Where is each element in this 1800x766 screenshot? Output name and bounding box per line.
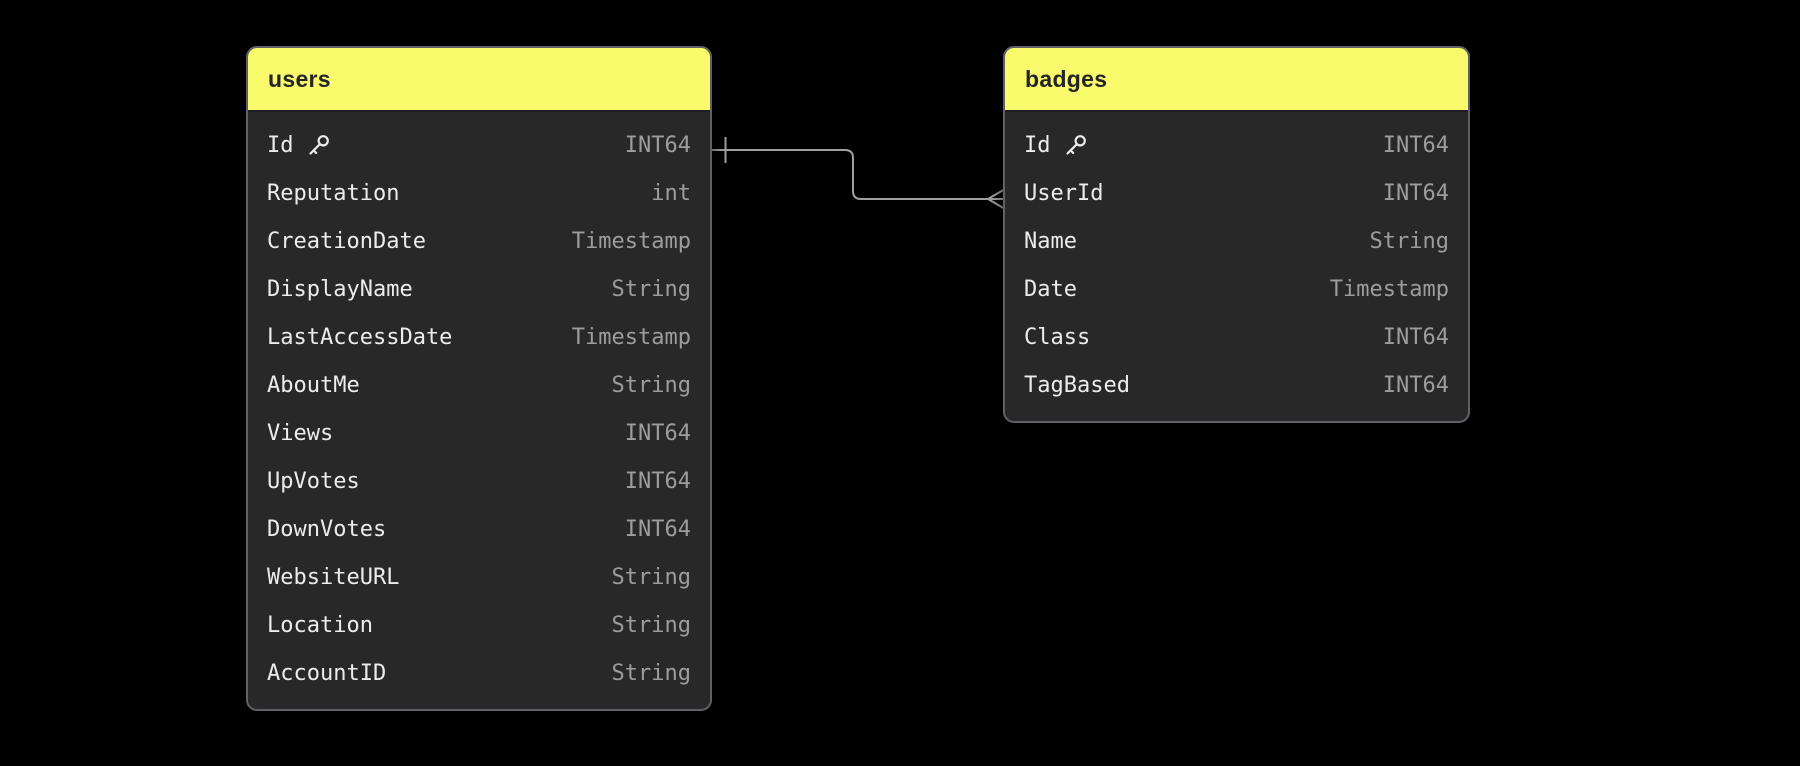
field-type: Timestamp: [571, 324, 691, 350]
field-type: String: [1369, 228, 1449, 254]
table-row[interactable]: Id INT64: [1005, 121, 1468, 169]
table-row[interactable]: Date Timestamp: [1005, 265, 1468, 313]
field-name-label: Date: [1024, 276, 1077, 302]
field-name: Views: [267, 421, 333, 446]
field-name-label: CreationDate: [267, 228, 426, 254]
field-name: Location: [267, 613, 373, 638]
table-row[interactable]: DownVotes INT64: [248, 505, 710, 553]
field-name-label: LastAccessDate: [267, 324, 453, 350]
field-name: AboutMe: [267, 373, 360, 398]
field-name: DisplayName: [267, 277, 413, 302]
table-row[interactable]: Reputation int: [248, 169, 710, 217]
field-type: INT64: [1382, 372, 1449, 398]
field-type: INT64: [624, 132, 691, 158]
field-type: INT64: [1382, 324, 1449, 350]
field-type: String: [611, 372, 691, 398]
field-type: INT64: [624, 516, 691, 542]
table-badges-header[interactable]: badges: [1005, 48, 1468, 112]
table-users[interactable]: users Id INT64 Reputation: [246, 46, 712, 711]
field-name: TagBased: [1024, 373, 1130, 398]
primary-key-icon: [1065, 134, 1086, 155]
field-name-label: WebsiteURL: [267, 564, 400, 590]
field-name-label: AccountID: [267, 660, 387, 686]
table-badges-title: badges: [1025, 65, 1108, 92]
field-name: WebsiteURL: [267, 565, 399, 590]
table-row[interactable]: CreationDate Timestamp: [248, 217, 710, 265]
field-name-label: DisplayName: [267, 276, 413, 302]
field-name-label: Id: [267, 132, 294, 158]
table-row[interactable]: UserId INT64: [1005, 169, 1468, 217]
field-name: Reputation: [267, 181, 399, 206]
field-name: Name: [1024, 229, 1077, 254]
field-type: INT64: [624, 420, 691, 446]
field-name: DownVotes: [267, 517, 386, 542]
field-name-label: Views: [267, 420, 334, 446]
table-badges-body: Id INT64 UserId IN: [1005, 112, 1468, 419]
field-name-label: Id: [1024, 132, 1051, 158]
primary-key-icon: [308, 134, 329, 155]
table-row[interactable]: LastAccessDate Timestamp: [248, 313, 710, 361]
field-name: Date: [1024, 277, 1077, 302]
field-name: Id: [1024, 132, 1089, 159]
field-name: CreationDate: [267, 229, 426, 254]
field-type: String: [611, 660, 691, 686]
crows-foot-many-marker: [987, 188, 1006, 210]
table-users-header[interactable]: users: [248, 48, 710, 112]
field-name-label: AboutMe: [267, 372, 360, 398]
field-name-label: TagBased: [1024, 372, 1130, 398]
table-row[interactable]: Location String: [248, 601, 710, 649]
field-type: Timestamp: [571, 228, 691, 254]
field-type: INT64: [624, 468, 691, 494]
field-name: Class: [1024, 325, 1090, 350]
table-row[interactable]: Id INT64: [248, 121, 710, 169]
field-name-label: Class: [1024, 324, 1091, 350]
field-type: Timestamp: [1329, 276, 1449, 302]
field-name-label: DownVotes: [267, 516, 387, 542]
table-row[interactable]: UpVotes INT64: [248, 457, 710, 505]
table-row[interactable]: Name String: [1005, 217, 1468, 265]
field-name: UserId: [1024, 181, 1103, 206]
field-name-label: Reputation: [267, 180, 400, 206]
field-type: INT64: [1382, 180, 1449, 206]
table-row[interactable]: DisplayName String: [248, 265, 710, 313]
field-name: UpVotes: [267, 469, 360, 494]
field-name: Id: [267, 132, 332, 159]
table-row[interactable]: TagBased INT64: [1005, 361, 1468, 409]
field-type: String: [611, 564, 691, 590]
table-badges[interactable]: badges Id INT64 UserId: [1003, 46, 1470, 423]
table-row[interactable]: AboutMe String: [248, 361, 710, 409]
field-name-label: UserId: [1024, 180, 1104, 206]
field-name: LastAccessDate: [267, 325, 452, 350]
field-name-label: Location: [267, 612, 373, 638]
table-row[interactable]: Views INT64: [248, 409, 710, 457]
table-row[interactable]: WebsiteURL String: [248, 553, 710, 601]
field-name: AccountID: [267, 661, 386, 686]
field-name-label: UpVotes: [267, 468, 360, 494]
field-name-label: Name: [1024, 228, 1077, 254]
field-type: int: [651, 180, 691, 206]
table-row[interactable]: Class INT64: [1005, 313, 1468, 361]
table-row[interactable]: AccountID String: [248, 649, 710, 697]
table-users-body: Id INT64 Reputation: [248, 112, 710, 707]
field-type: String: [611, 612, 691, 638]
field-type: INT64: [1382, 132, 1449, 158]
table-users-title: users: [268, 65, 331, 92]
connector-line: [712, 149, 988, 200]
field-type: String: [611, 276, 691, 302]
